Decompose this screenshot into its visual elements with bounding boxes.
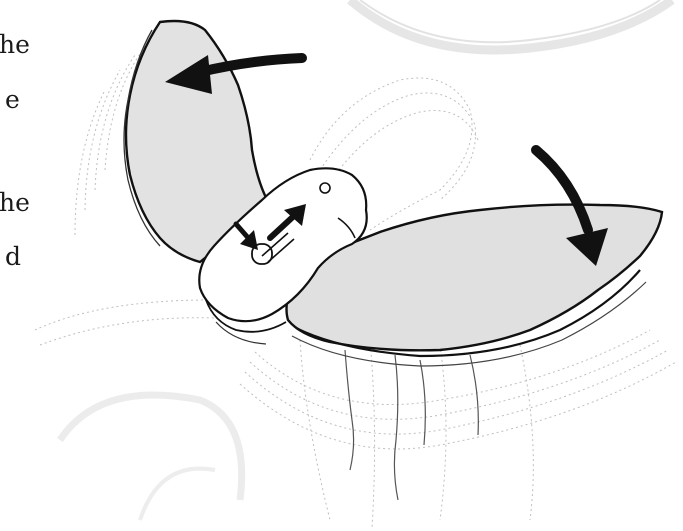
drip-lines <box>345 350 478 500</box>
background-swirl-lower <box>60 395 242 520</box>
background-swirl <box>350 0 672 50</box>
